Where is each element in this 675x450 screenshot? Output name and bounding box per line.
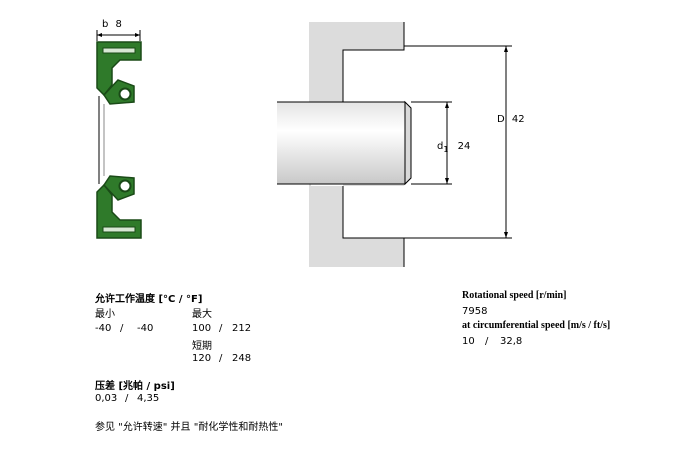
seal-upper-half xyxy=(96,41,142,184)
circumferential-speed-sep: / xyxy=(485,336,489,347)
pressure-sep: / xyxy=(125,393,129,404)
d1-subscript: 1 xyxy=(443,145,449,154)
temperature-min-sep: / xyxy=(120,323,124,334)
circumferential-speed-value-2: 32,8 xyxy=(500,336,523,347)
temperature-max-f: 212 xyxy=(232,323,252,334)
temperature-min-f: -40 xyxy=(137,323,154,334)
circumferential-speed-value-1: 10 xyxy=(462,336,475,347)
d1-value: 24 xyxy=(457,141,471,152)
d1-dimension-label: d1 24 xyxy=(437,141,470,154)
pressure-heading: 压差 [兆帕 / psi] xyxy=(95,381,175,392)
D-symbol: D xyxy=(497,114,505,125)
b-symbol: b xyxy=(102,19,109,30)
pressure-value-1: 0,03 xyxy=(95,393,118,404)
rotational-speed-value: 7958 xyxy=(462,306,488,317)
temperature-short-c: 120 xyxy=(192,353,212,364)
temperature-max-c: 100 xyxy=(192,323,212,334)
temperature-max-sep: / xyxy=(219,323,223,334)
temperature-short-f: 248 xyxy=(232,353,252,364)
rotational-speed-heading: Rotational speed [r/min] xyxy=(462,290,567,301)
pressure-value-2: 4,35 xyxy=(137,393,160,404)
D-dimension-label: D 42 xyxy=(497,114,525,125)
shaft xyxy=(277,100,412,186)
temperature-max-label: 最大 xyxy=(192,309,212,320)
d1-symbol: d xyxy=(437,141,444,152)
temperature-short-label: 短期 xyxy=(192,341,212,352)
temperature-heading: 允许工作温度 [°C / °F] xyxy=(95,294,203,305)
temperature-short-sep: / xyxy=(219,353,223,364)
b-value: 8 xyxy=(115,19,122,30)
circumferential-speed-heading: at circumferential speed [m/s / ft/s] xyxy=(462,320,611,331)
temperature-min-label: 最小 xyxy=(95,309,115,320)
reference-note: 参见 "允许转速" 并且 "耐化学性和耐热性" xyxy=(95,422,283,433)
width-dimension-label: b 8 xyxy=(102,19,122,30)
seal-lower-half xyxy=(96,175,142,239)
temperature-min-c: -40 xyxy=(95,323,112,334)
D-value: 42 xyxy=(511,114,525,125)
